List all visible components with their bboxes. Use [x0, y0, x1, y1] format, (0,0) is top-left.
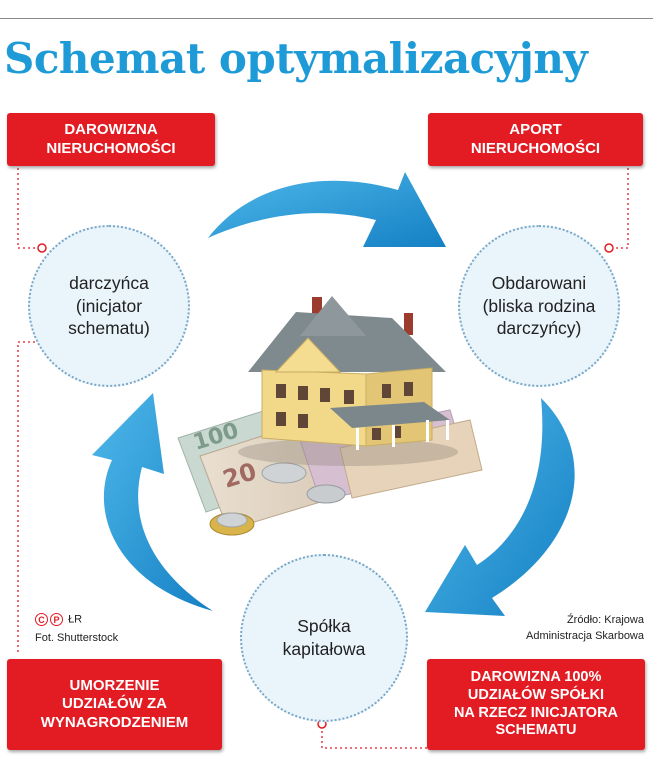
- phonogram-icon: P: [50, 613, 63, 626]
- cycle-arrow-right: [425, 398, 575, 616]
- connector-top-left: [17, 168, 38, 249]
- connector-bottom-right: [321, 726, 427, 749]
- copyright-icon: C: [35, 613, 48, 626]
- node-darczynca: darczyńca (inicjator schematu): [28, 225, 190, 387]
- photo-credit: Fot. Shutterstock: [35, 632, 119, 644]
- page-title: Schemat optymalizacyjny: [4, 34, 588, 83]
- connector-dot-top-right: [604, 243, 614, 253]
- node-darczynca-label: darczyńca (inicjator schematu): [68, 272, 150, 339]
- top-rule: [0, 18, 653, 19]
- source-line-1: Źródło: Krajowa: [566, 614, 644, 626]
- node-spolka-label: Spółka kapitałowa: [282, 616, 366, 659]
- cycle-arrow-top: [208, 172, 446, 247]
- node-spolka-kapitalowa: Spółka kapitałowa: [240, 554, 408, 722]
- node-obdarowani: Obdarowani (bliska rodzina darczyńcy): [458, 225, 620, 387]
- connector-top-right: [612, 168, 629, 249]
- connector-dot-top-left: [37, 243, 47, 253]
- source-note: Źródło: Krajowa Administracja Skarbowa: [526, 613, 644, 645]
- author-initials: ŁR: [68, 613, 83, 626]
- cycle-arrow-left: [92, 393, 213, 611]
- house-on-money-image: 100 20: [177, 296, 483, 536]
- connectors: [17, 168, 629, 749]
- source-line-2: Administracja Skarbowa: [526, 629, 644, 642]
- node-obdarowani-label: Obdarowani (bliska rodzina darczyńcy): [482, 272, 596, 339]
- connector-bottom-left: [17, 341, 40, 652]
